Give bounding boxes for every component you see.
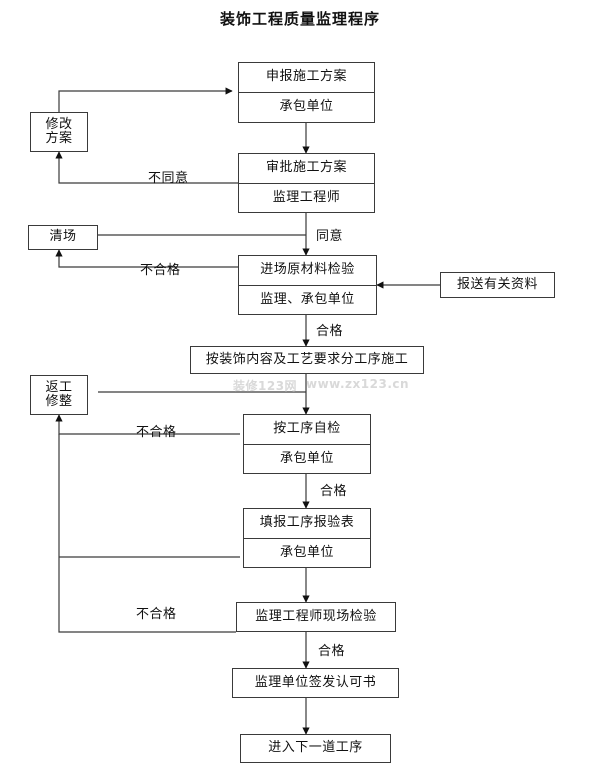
node-next-process-label: 进入下一道工序 [268, 740, 363, 756]
edge-label-unqualified-self: 不合格 [136, 425, 177, 440]
node-clear-site-label: 清场 [49, 229, 77, 245]
node-approve-plan-title: 审批施工方案 [265, 160, 347, 176]
node-material-check[interactable]: 进场原材料检验 监理、承包单位 [238, 255, 377, 315]
node-self-check-owner: 承包单位 [244, 443, 370, 474]
node-construct-by-process[interactable]: 按装饰内容及工艺要求分工序施工 [190, 346, 424, 374]
node-submit-plan-title: 申报施工方案 [265, 69, 347, 85]
node-submit-plan-owner: 承包单位 [239, 92, 374, 122]
node-material-check-owner: 监理、承包单位 [239, 284, 376, 315]
edge-label-qualified-self: 合格 [320, 484, 348, 499]
edge-label-qualified-engineer: 合格 [318, 644, 346, 659]
edge-label-agree: 同意 [316, 229, 344, 244]
edge-label-unqualified-engineer: 不合格 [136, 607, 177, 622]
node-approve-plan[interactable]: 审批施工方案 监理工程师 [238, 153, 375, 213]
node-self-check[interactable]: 按工序自检 承包单位 [243, 414, 371, 474]
node-self-check-title: 按工序自检 [273, 421, 341, 437]
node-material-check-title: 进场原材料检验 [260, 262, 355, 278]
node-submit-docs-label: 报送有关资料 [456, 276, 538, 292]
node-revise-plan[interactable]: 修改 方案 [30, 112, 88, 152]
node-construct-by-process-label: 按装饰内容及工艺要求分工序施工 [205, 351, 409, 367]
node-rework[interactable]: 返工 修整 [30, 375, 88, 415]
node-engineer-check-label: 监理工程师现场检验 [255, 608, 377, 624]
edge-label-qualified-material: 合格 [316, 324, 344, 339]
node-engineer-check[interactable]: 监理工程师现场检验 [236, 602, 396, 632]
node-rework-line2: 修整 [45, 394, 73, 409]
node-rework-line1: 返工 [45, 379, 73, 395]
node-clear-site[interactable]: 清场 [28, 225, 98, 250]
node-approve-plan-owner: 监理工程师 [239, 182, 374, 213]
node-fill-form-owner: 承包单位 [244, 537, 370, 568]
node-submit-plan[interactable]: 申报施工方案 承包单位 [238, 62, 375, 123]
node-fill-form[interactable]: 填报工序报验表 承包单位 [243, 508, 371, 568]
node-revise-plan-line1: 修改 [45, 116, 73, 132]
node-submit-docs[interactable]: 报送有关资料 [440, 272, 555, 298]
node-fill-form-title: 填报工序报验表 [259, 515, 355, 531]
node-issue-approval[interactable]: 监理单位签发认可书 [232, 668, 399, 698]
edge-label-disagree: 不同意 [148, 171, 189, 186]
edge-label-unqualified-material: 不合格 [140, 263, 181, 278]
node-revise-plan-line2: 方案 [45, 131, 73, 146]
node-next-process[interactable]: 进入下一道工序 [240, 734, 391, 763]
page-title: 装饰工程质量监理程序 [219, 10, 380, 28]
node-issue-approval-label: 监理单位签发认可书 [254, 674, 377, 690]
